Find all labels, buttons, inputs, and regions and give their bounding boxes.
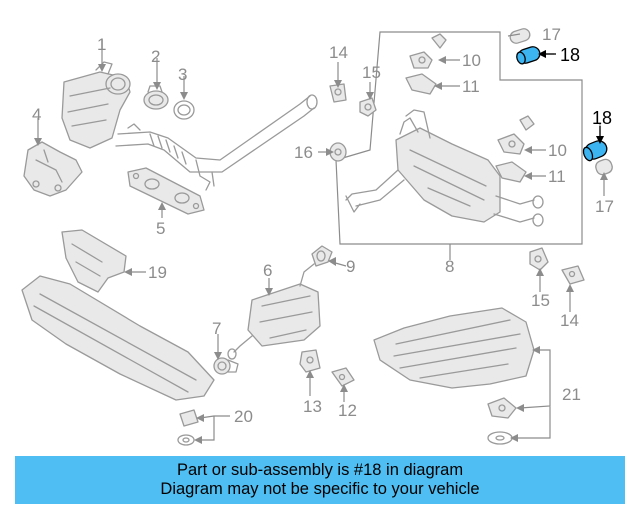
part-18-top-highlight bbox=[516, 46, 541, 65]
callout-17-bottom: 17 bbox=[595, 197, 614, 216]
callout-11-top: 11 bbox=[462, 77, 480, 96]
callout-2: 2 bbox=[151, 47, 160, 66]
underbody-shield-21 bbox=[373, 307, 535, 389]
exhaust-system-parts-diagram: 1 2 3 4 5 6 7 8 9 10 10 11 11 12 13 14 1… bbox=[21, 25, 614, 446]
callout-18-top: 18 bbox=[560, 45, 580, 65]
callout-16: 16 bbox=[294, 143, 313, 162]
callout-11-mid: 11 bbox=[548, 167, 566, 186]
gasket-20a bbox=[179, 409, 199, 427]
callout-15-top: 15 bbox=[362, 63, 381, 82]
banner-line-disclaimer: Diagram may not be specific to your vehi… bbox=[160, 480, 480, 498]
callout-20: 20 bbox=[234, 407, 253, 426]
bracket-12 bbox=[331, 367, 355, 387]
group-8-outline bbox=[335, 31, 583, 245]
bracket-11-mid bbox=[495, 161, 527, 183]
heat-shield-bracket bbox=[23, 141, 83, 197]
callout-12: 12 bbox=[338, 401, 357, 420]
clamp-9 bbox=[311, 245, 333, 267]
flange-gasket bbox=[127, 167, 205, 215]
callout-10-top: 10 bbox=[462, 51, 481, 70]
callout-17-top: 17 bbox=[542, 25, 561, 44]
floor-heat-shield bbox=[21, 275, 215, 401]
center-muffler bbox=[227, 263, 321, 360]
catalytic-converter bbox=[61, 61, 131, 149]
washer-21b bbox=[487, 431, 513, 445]
callout-19: 19 bbox=[148, 263, 167, 282]
callout-15-bottom: 15 bbox=[531, 291, 550, 310]
callout-14-top: 14 bbox=[329, 43, 348, 62]
mount-21a bbox=[487, 397, 517, 419]
clamp-7 bbox=[213, 357, 239, 375]
callout-3: 3 bbox=[178, 65, 187, 84]
front-pipe bbox=[115, 94, 318, 191]
callout-8: 8 bbox=[445, 257, 454, 276]
callout-5: 5 bbox=[156, 219, 165, 238]
gasket-ring bbox=[173, 100, 195, 120]
clamp bbox=[143, 85, 169, 110]
gasket-20b bbox=[177, 434, 195, 446]
bracket-11-top bbox=[405, 73, 437, 95]
hanger-10-top bbox=[409, 33, 447, 69]
callout-9: 9 bbox=[346, 257, 355, 276]
bracket-14-bottom bbox=[561, 265, 585, 285]
callout-1: 1 bbox=[97, 35, 106, 54]
callout-13: 13 bbox=[303, 397, 322, 416]
part-18-side-highlight bbox=[582, 140, 608, 162]
part-info-banner: Part or sub-assembly is #18 in diagram D… bbox=[15, 456, 625, 504]
callout-18-side: 18 bbox=[592, 108, 612, 128]
heat-shield-19 bbox=[61, 229, 127, 293]
callout-6: 6 bbox=[263, 261, 272, 280]
callout-14-bottom: 14 bbox=[560, 311, 579, 330]
hanger-10-mid bbox=[497, 115, 535, 155]
callout-10-mid: 10 bbox=[548, 141, 567, 160]
callout-7: 7 bbox=[212, 319, 221, 338]
clamp-17-top bbox=[509, 28, 531, 44]
callout-4: 4 bbox=[32, 105, 41, 124]
rear-muffler bbox=[345, 109, 544, 227]
callout-21: 21 bbox=[562, 385, 581, 404]
clamp-17-bottom bbox=[595, 158, 613, 176]
rubber-mount-13 bbox=[299, 349, 321, 373]
banner-line-part: Part or sub-assembly is #18 in diagram bbox=[176, 461, 464, 479]
rubber-mount-15-bottom bbox=[529, 247, 549, 271]
